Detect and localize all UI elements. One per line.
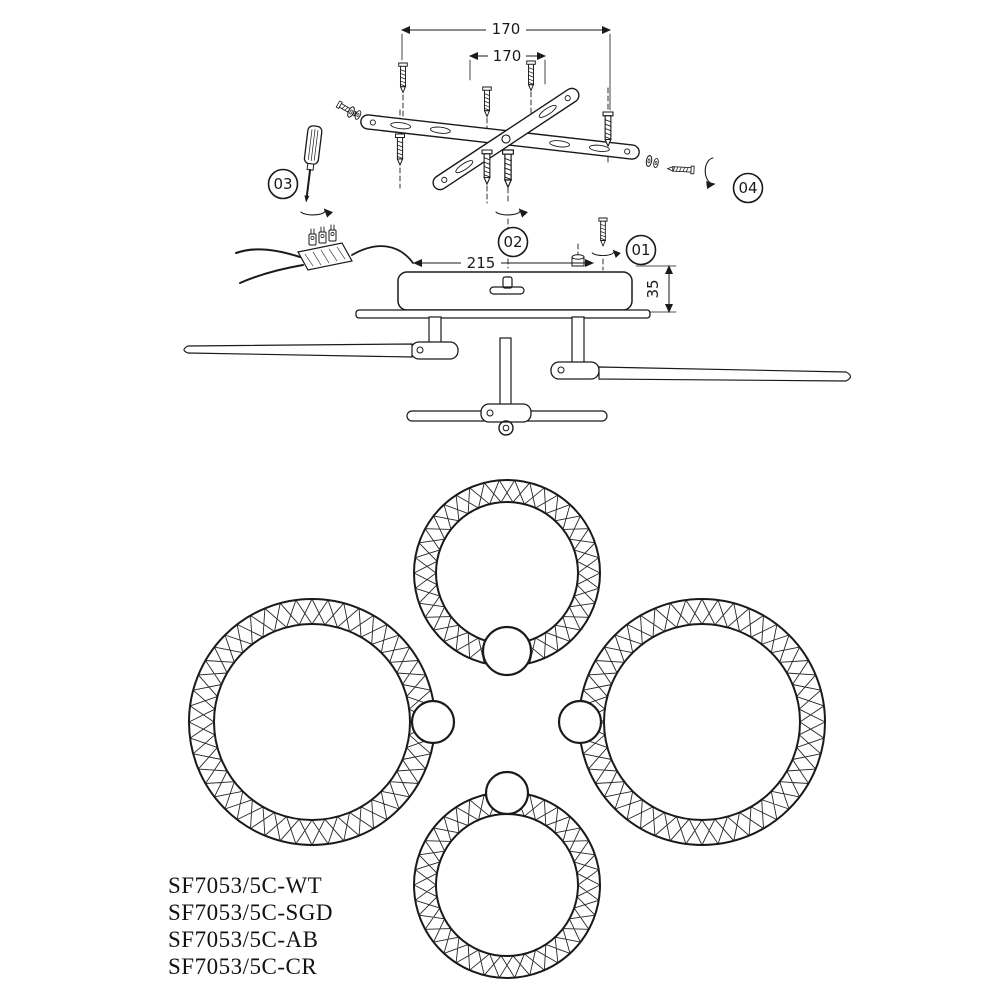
arm-stem-right (571, 316, 585, 365)
mounting-bracket-cross (360, 87, 640, 191)
screw-canopy-side (598, 217, 608, 247)
dimension-label-bracket-width: 170 (492, 20, 521, 38)
mounting-stud (571, 254, 585, 267)
callout-04-label: 04 (738, 179, 757, 197)
ring-connector (481, 625, 533, 677)
callout-02-label: 02 (503, 233, 522, 251)
arm-right (598, 366, 852, 382)
mounting-bar-short (432, 87, 580, 191)
callout-01: 01 (625, 234, 657, 266)
screw-canopy-center (502, 149, 515, 188)
screw-top-center (482, 86, 492, 117)
dimension-label-base-height: 35 (644, 279, 662, 298)
callout-01-label: 01 (631, 241, 650, 259)
terminal-connectors (308, 224, 337, 246)
model-code: SF7053/5C-AB (168, 927, 319, 952)
ring-connector (484, 770, 530, 816)
screw-lower-right (602, 111, 614, 147)
turn-arrow-01 (592, 250, 614, 255)
model-code-list: SF7053/5C-WT SF7053/5C-SGD SF7053/5C-AB … (168, 872, 333, 980)
exploded-assembly-view: 170 170 (183, 20, 852, 436)
turn-arrow-02 (496, 209, 520, 215)
arm-clamp-center (480, 403, 532, 423)
dimension-bracket-width: 170 (401, 20, 611, 111)
dimension-label-base-width: 215 (467, 254, 496, 272)
side-bolt-right (667, 164, 695, 175)
model-code: SF7053/5C-SGD (168, 900, 333, 925)
washer-right-2 (652, 157, 660, 169)
arm-stem-left (428, 316, 442, 344)
turn-arrow-04 (704, 157, 716, 190)
callout-02: 02 (497, 226, 529, 258)
light-ring-left (188, 598, 436, 846)
ring-connector (410, 699, 456, 745)
arm-stem-center (499, 337, 512, 407)
ceiling-base-plate (397, 271, 633, 311)
turn-arrow-03 (301, 209, 325, 215)
keyhole-slot (489, 276, 525, 295)
model-code: SF7053/5C-WT (168, 873, 323, 898)
dimension-label-bracket-inner: 170 (493, 47, 522, 65)
fixture-top-view (188, 479, 826, 979)
arm-clamp-left (410, 341, 459, 360)
model-code: SF7053/5C-CR (168, 954, 318, 979)
light-ring-right (578, 598, 826, 846)
screw-top-right (526, 60, 536, 91)
screw-top-left (398, 62, 408, 93)
dimension-bracket-inner: 170 (469, 47, 546, 85)
screwdriver (303, 125, 323, 203)
light-ring-bottom (413, 791, 601, 979)
dimension-base-width: 215 (413, 254, 594, 272)
canopy-and-arms (183, 309, 852, 436)
screw-lower-left (395, 133, 405, 166)
callout-03-label: 03 (273, 175, 292, 193)
arm-ring-center (498, 420, 514, 436)
arm-left (183, 343, 413, 358)
callout-03: 03 (267, 168, 299, 200)
washer-right-1 (644, 154, 654, 168)
dimension-base-height: 35 (635, 265, 677, 313)
callout-04: 04 (732, 172, 764, 204)
ring-connector (557, 699, 603, 745)
wiring-terminal-block (235, 224, 414, 284)
